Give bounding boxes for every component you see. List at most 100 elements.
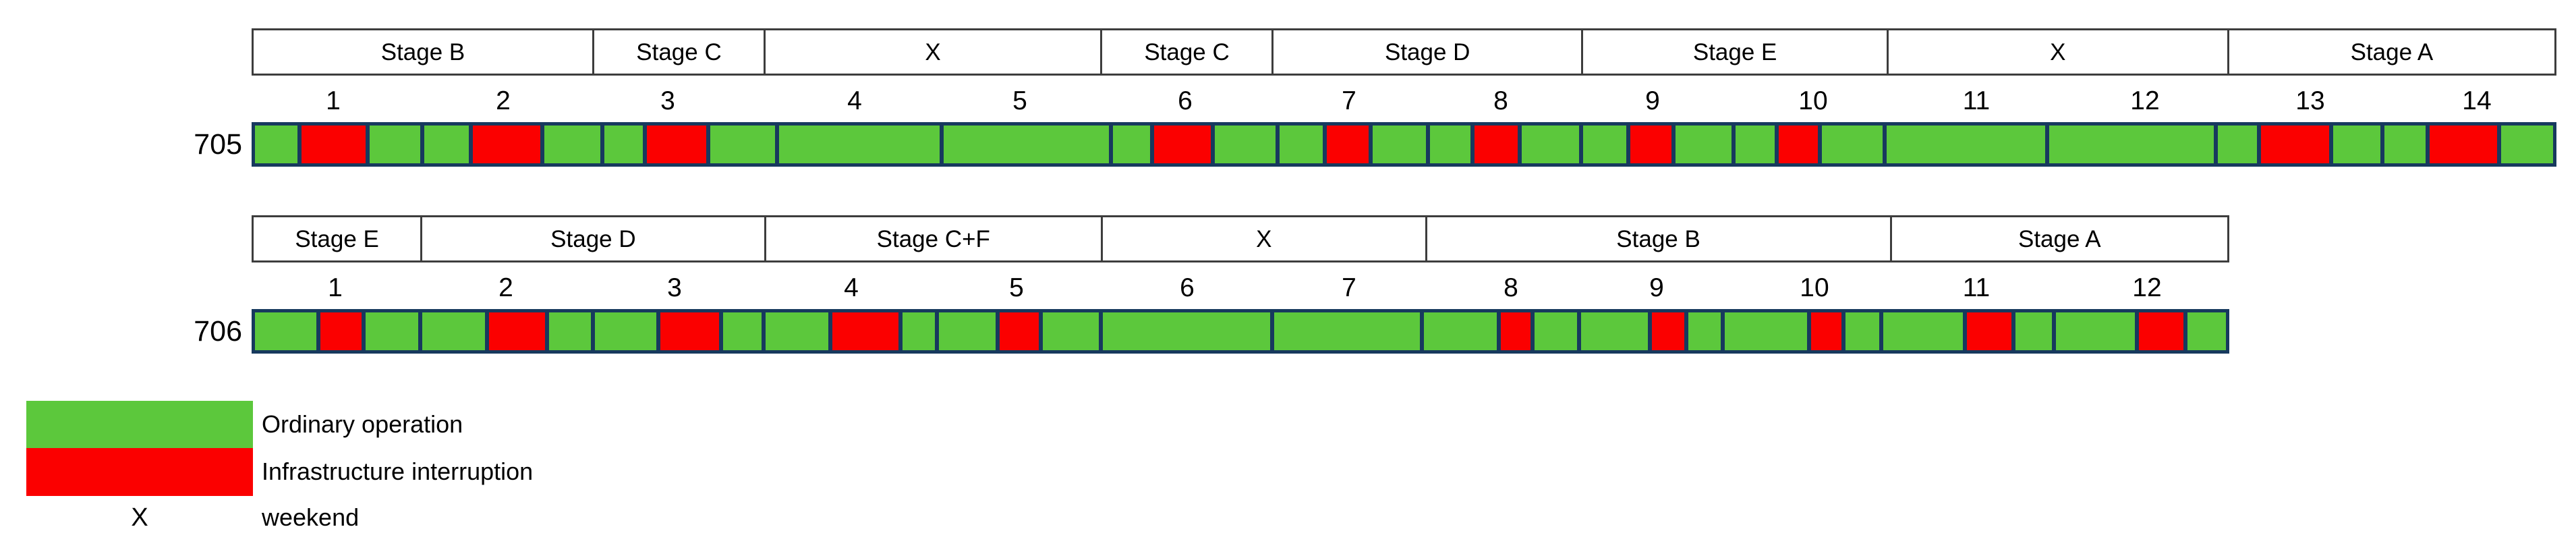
stage-cell-stage-d: Stage D <box>420 215 766 262</box>
segment-ordinary-operation <box>1430 126 1471 163</box>
segment-ordinary-operation <box>1886 126 2046 163</box>
segment-ordinary-operation <box>1676 126 1732 163</box>
segment-ordinary-operation <box>938 312 996 350</box>
segment-infrastructure-interruption <box>1967 312 2012 350</box>
segment-ordinary-operation <box>1522 126 1579 163</box>
week-number-9: 9 <box>1645 86 1660 115</box>
segment-ordinary-operation <box>710 126 775 163</box>
legend-label-ordinary-operation: Ordinary operation <box>262 410 463 438</box>
stage-cell-stage-c: Stage C <box>592 28 766 76</box>
segment-ordinary-operation <box>424 126 469 163</box>
segment-ordinary-operation <box>422 312 485 350</box>
week-number-12: 12 <box>2132 273 2162 302</box>
week-number-1: 1 <box>326 86 341 115</box>
stage-cell-stage-e: Stage E <box>252 215 423 262</box>
stage-cell-stage-c-f: Stage C+F <box>764 215 1103 262</box>
row-label-706: 706 <box>194 315 242 348</box>
segment-ordinary-operation <box>548 312 592 350</box>
stage-cell-stage-a: Stage A <box>1889 215 2229 262</box>
segment-ordinary-operation <box>1736 126 1775 163</box>
segment-ordinary-operation <box>2218 126 2258 163</box>
segment-ordinary-operation <box>2015 312 2052 350</box>
week-number-5: 5 <box>1012 86 1027 115</box>
week-number-13: 13 <box>2295 86 2325 115</box>
segment-infrastructure-interruption <box>320 312 362 350</box>
stage-cell-x: X <box>1886 28 2229 76</box>
legend-weekend-symbol: X <box>131 503 148 532</box>
week-number-11: 11 <box>1962 273 1991 302</box>
week-number-8: 8 <box>1493 86 1508 115</box>
week-number-10: 10 <box>1798 86 1828 115</box>
week-number-2: 2 <box>496 86 511 115</box>
segment-ordinary-operation <box>1424 312 1497 350</box>
segment-ordinary-operation <box>1724 312 1808 350</box>
week-number-1: 1 <box>328 273 343 302</box>
segment-infrastructure-interruption <box>488 312 545 350</box>
segment-ordinary-operation <box>369 126 421 163</box>
week-number-3: 3 <box>660 86 675 115</box>
legend-swatch-ordinary-operation <box>26 401 253 448</box>
segment-ordinary-operation <box>902 312 935 350</box>
segment-infrastructure-interruption <box>1154 126 1211 163</box>
segment-infrastructure-interruption <box>2261 126 2329 163</box>
segment-ordinary-operation <box>1581 312 1648 350</box>
stage-cell-stage-d: Stage D <box>1271 28 1584 76</box>
week-number-6: 6 <box>1180 273 1195 302</box>
stage-cell-stage-a: Stage A <box>2227 28 2556 76</box>
week-number-7: 7 <box>1342 86 1356 115</box>
segment-infrastructure-interruption <box>1000 312 1039 350</box>
segment-infrastructure-interruption <box>2429 126 2498 163</box>
segment-ordinary-operation <box>1372 126 1427 163</box>
segment-ordinary-operation <box>1535 312 1578 350</box>
segment-ordinary-operation <box>2055 312 2136 350</box>
segment-infrastructure-interruption <box>301 126 366 163</box>
week-number-3: 3 <box>667 273 682 302</box>
segment-infrastructure-interruption <box>660 312 719 350</box>
stage-cell-stage-b: Stage B <box>1425 215 1892 262</box>
segment-ordinary-operation <box>1215 126 1276 163</box>
row-label-705: 705 <box>194 128 242 161</box>
segment-ordinary-operation <box>778 126 940 163</box>
segment-ordinary-operation <box>944 126 1109 163</box>
stage-cell-stage-e: Stage E <box>1581 28 1889 76</box>
segment-ordinary-operation <box>2384 126 2426 163</box>
operation-bar-706 <box>252 309 2229 354</box>
week-number-10: 10 <box>1800 273 1829 302</box>
segment-infrastructure-interruption <box>1651 312 1684 350</box>
segment-infrastructure-interruption <box>832 312 898 350</box>
segment-ordinary-operation <box>1102 312 1270 350</box>
stage-cell-x: X <box>1100 215 1427 262</box>
segment-infrastructure-interruption <box>2139 312 2184 350</box>
segment-ordinary-operation <box>255 126 297 163</box>
segment-ordinary-operation <box>766 312 829 350</box>
week-number-12: 12 <box>2130 86 2160 115</box>
segment-ordinary-operation <box>544 126 600 163</box>
week-number-5: 5 <box>1009 273 1024 302</box>
legend-label-weekend: weekend <box>262 503 360 531</box>
stage-cell-stage-c: Stage C <box>1100 28 1274 76</box>
week-number-14: 14 <box>2462 86 2492 115</box>
segment-ordinary-operation <box>255 312 316 350</box>
legend-swatch-infrastructure-interruption <box>26 448 253 496</box>
segment-ordinary-operation <box>2501 126 2554 163</box>
week-number-7: 7 <box>1342 273 1356 302</box>
week-number-8: 8 <box>1504 273 1518 302</box>
segment-ordinary-operation <box>1883 312 1964 350</box>
legend-label-infrastructure-interruption: Infrastructure interruption <box>262 458 534 485</box>
segment-infrastructure-interruption <box>1500 312 1531 350</box>
segment-ordinary-operation <box>1112 126 1151 163</box>
stage-cell-x: X <box>764 28 1103 76</box>
segment-ordinary-operation <box>2187 312 2226 350</box>
segment-ordinary-operation <box>1279 126 1323 163</box>
week-number-4: 4 <box>847 86 862 115</box>
segment-ordinary-operation <box>722 312 762 350</box>
week-number-4: 4 <box>844 273 859 302</box>
segment-infrastructure-interruption <box>1779 126 1818 163</box>
segment-ordinary-operation <box>2332 126 2380 163</box>
operation-bar-705 <box>252 122 2556 167</box>
